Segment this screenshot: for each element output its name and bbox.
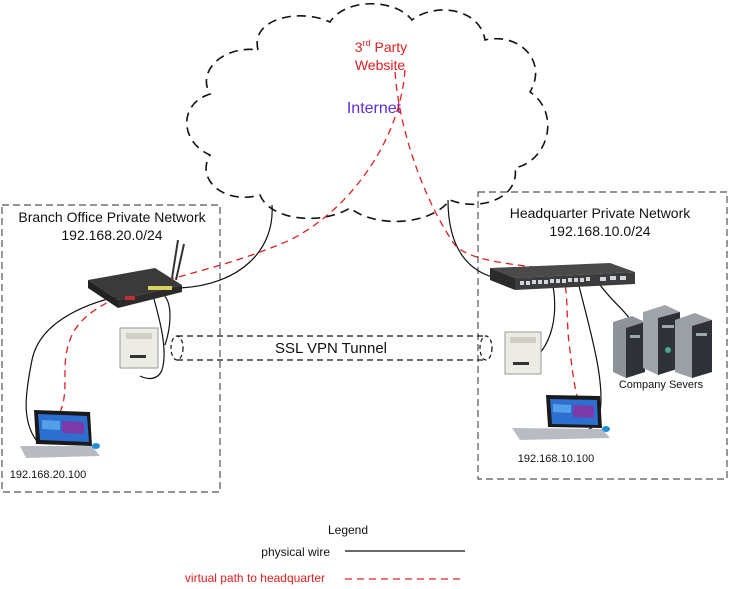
ap-icon — [119, 327, 159, 369]
ssl-vpn-label: SSL VPN Tunnel — [275, 340, 387, 357]
website-label-line2: Website — [355, 57, 406, 73]
router-icon — [88, 239, 185, 308]
branch-network-title: Branch Office Private Network — [18, 209, 206, 225]
ssl-vpn-tunnel — [170, 335, 493, 361]
hq-network-subnet: 192.168.10.0/24 — [549, 223, 650, 239]
legend-physical-label: physical wire — [261, 545, 330, 559]
switch-icon — [490, 263, 635, 290]
laptop-icon — [512, 395, 610, 440]
internet-label: Internet — [347, 100, 402, 117]
legend-title: Legend — [328, 523, 368, 537]
legend: Legend physical wire virtual path to hea… — [185, 523, 465, 585]
website-label: 3rd Party — [355, 38, 407, 55]
ap-icon — [504, 331, 542, 375]
server-icon — [643, 305, 680, 375]
hq-network-title: Headquarter Private Network — [510, 205, 692, 221]
laptop-icon — [20, 410, 100, 458]
server-icon — [675, 313, 712, 378]
servers-label: Company Severs — [619, 379, 704, 391]
hq-laptop-ip: 192.168.10.100 — [518, 453, 594, 465]
legend-virtual-label: virtual path to headquarter — [185, 571, 325, 585]
branch-laptop-ip: 192.168.20.100 — [10, 469, 86, 481]
branch-network-subnet: 192.168.20.0/24 — [61, 227, 162, 243]
cloud-icon — [186, 3, 549, 223]
server-icon — [613, 316, 645, 378]
